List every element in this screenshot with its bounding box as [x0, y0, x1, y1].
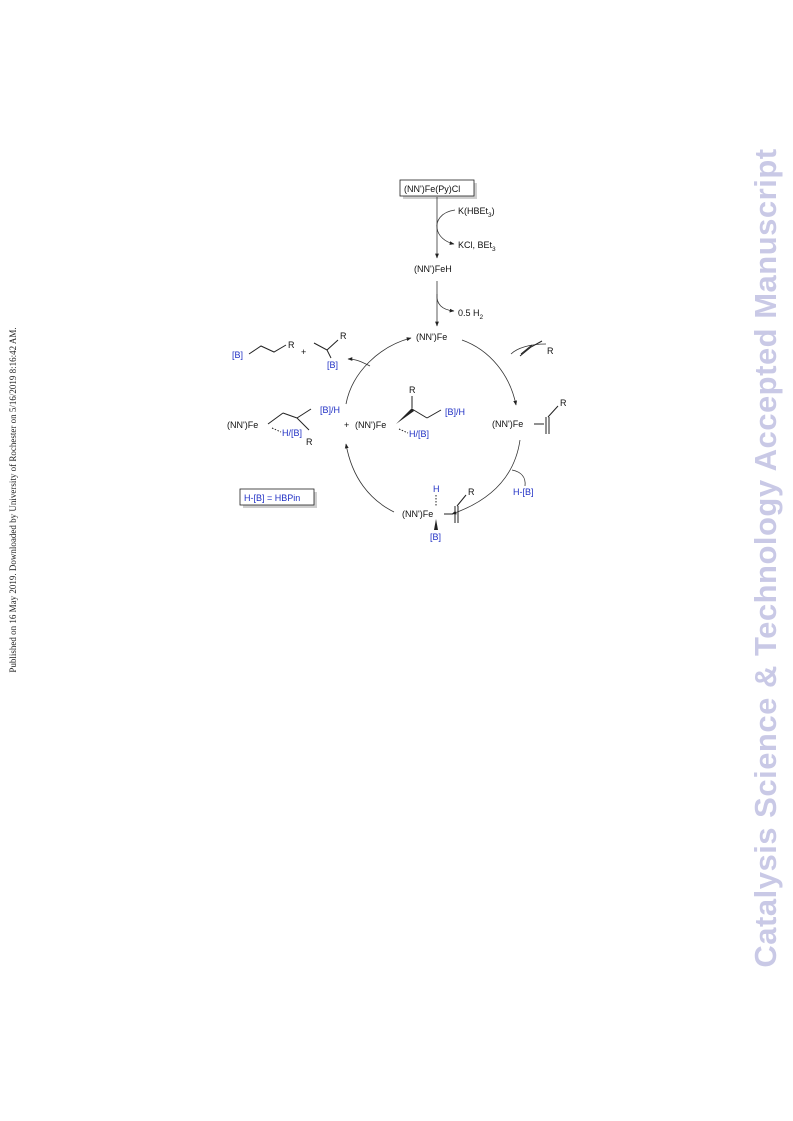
reagent-curved-arrow [436, 209, 456, 245]
alkyl1-c-c-bond [282, 412, 298, 419]
cycle-arrow-oxidative-addition [451, 439, 521, 515]
h2-loss-label: 0.5 H2 [458, 308, 484, 321]
alkene-complex-fe-label: (NN')Fe [492, 419, 523, 429]
legend-box [239, 488, 315, 506]
alkene-reactant [519, 340, 543, 357]
reagent-khbet3: K(HBEt3) [458, 206, 495, 219]
linear-product-r-label: R [288, 340, 295, 350]
hb-entry-arrow [511, 469, 526, 487]
branched-product-b-bond [326, 349, 332, 359]
alkyl1-c-b-bond [296, 408, 312, 419]
cycle-arrow-coordination [461, 339, 518, 406]
alkene-entry-arrow [510, 343, 547, 355]
ox-alkene-r-bond [456, 494, 467, 507]
cycle-arrow-insertion [344, 443, 395, 513]
alkyl2-c-c-bond [411, 408, 428, 419]
alkene-r-label: R [547, 346, 554, 356]
alkyl1-hb-label: H/[B] [282, 428, 302, 438]
iron-hydride-label: (NN')FeH [414, 264, 452, 274]
h2-curved-arrow [436, 293, 455, 313]
legend-label: H-[B] = HBPin [244, 493, 300, 503]
branched-product-b-label: [B] [327, 360, 338, 370]
alkyl2-fe-label: (NN')Fe [355, 420, 386, 430]
branched-product-r-label: R [340, 331, 347, 341]
alkyl2-bh-label: [B]/H [445, 407, 465, 417]
fe-b-wedge-bond [434, 519, 438, 530]
alkyl1-hashed-bond [271, 427, 282, 433]
alkyl1-c-r-bond [296, 417, 310, 431]
alkene-complex-r-bond [547, 405, 559, 418]
precatalyst-box [399, 179, 475, 197]
plus-sign-products: + [301, 347, 306, 357]
alkyl2-r-label: R [409, 385, 416, 395]
ox-add-h-label: H [433, 484, 440, 494]
linear-product-chain [248, 344, 287, 355]
ox-add-fe-label: (NN')Fe [402, 509, 433, 519]
cycle-arrow-reductive-elimination [345, 337, 412, 405]
alkene-complex-r-label: R [560, 398, 567, 408]
plus-sign-intermediates: + [344, 420, 349, 430]
alkyl1-bh-label: [B]/H [320, 405, 340, 415]
alkyl1-fe-label: (NN')Fe [227, 420, 258, 430]
byproduct-kcl-bet3: KCl, BEt3 [458, 240, 496, 253]
alkyl1-r-label: R [306, 437, 313, 447]
alkyl1-fe-c-bond [267, 412, 284, 425]
linear-product-b-label: [B] [232, 350, 243, 360]
alkyl2-hashed-bond [398, 428, 409, 434]
hb-reagent-label: H-[B] [513, 487, 534, 497]
alkyl2-wedge-bond [396, 408, 414, 424]
product-release-arrow [347, 357, 371, 367]
active-catalyst-label: (NN')Fe [416, 332, 447, 342]
alkene-double-bond [520, 344, 533, 355]
ox-add-b-label: [B] [430, 532, 441, 542]
precatalyst-label: (NN')Fe(Py)Cl [404, 184, 460, 194]
branched-product-chain [313, 339, 339, 351]
ox-add-r-label: R [468, 487, 475, 497]
alkyl2-hb-label: H/[B] [409, 429, 429, 439]
alkyl2-c-b-bond [426, 409, 442, 419]
